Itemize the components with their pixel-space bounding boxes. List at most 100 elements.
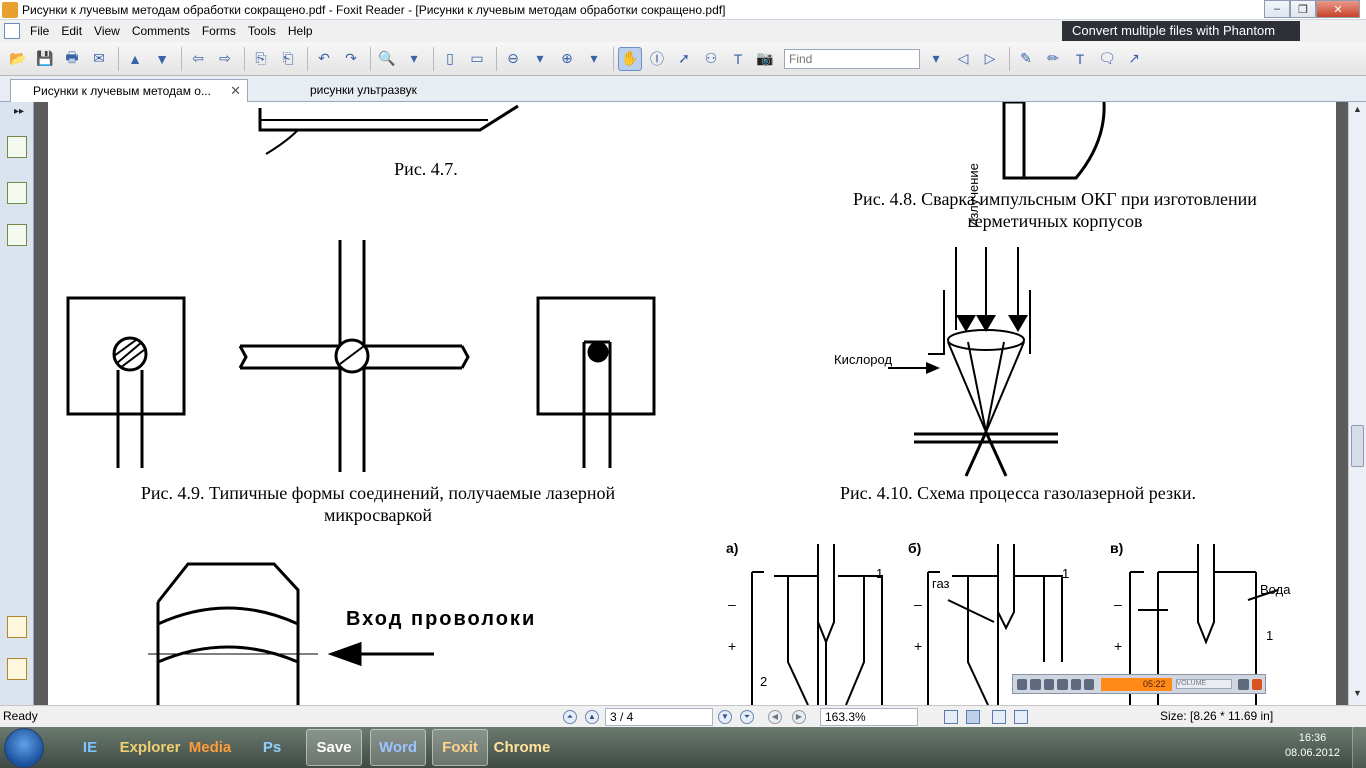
menu-tools[interactable]: Tools <box>247 24 276 38</box>
pause-icon[interactable] <box>1030 678 1041 690</box>
back-status-icon[interactable]: ◀ <box>768 710 782 724</box>
system-clock[interactable]: 16:36 08.06.2012 <box>1285 731 1340 761</box>
menu-help[interactable]: Help <box>287 24 313 38</box>
chevron-down-icon[interactable]: ▾ <box>536 50 544 66</box>
redo-icon[interactable]: ↷ <box>345 50 357 66</box>
chevron-down-icon[interactable]: ▾ <box>590 50 598 66</box>
status-bar: Ready ⏶ ▲ 3 / 4 ▼ ⏷ ◀ ▶ 163.3% Size: [8.… <box>0 705 1366 727</box>
menu-comments[interactable]: Comments <box>131 24 190 38</box>
last-page-icon[interactable]: ⏷ <box>740 710 754 724</box>
zoom-in-icon[interactable]: ⊕ <box>561 50 573 66</box>
highlight-icon[interactable]: ✎ <box>1020 50 1032 66</box>
zoom-out-icon[interactable]: ⊖ <box>507 50 519 66</box>
eject-icon[interactable] <box>1083 678 1095 690</box>
save-icon[interactable]: 💾 <box>36 50 54 66</box>
continuous-facing-view-icon[interactable] <box>1014 710 1028 724</box>
menu-edit[interactable]: Edit <box>61 24 83 38</box>
player-close-icon[interactable] <box>1251 678 1263 690</box>
comments-icon[interactable] <box>7 616 27 638</box>
expand-panel-icon[interactable]: ▸▸ <box>14 106 25 117</box>
email-icon[interactable]: ✉ <box>93 50 105 66</box>
plus-sign-v: + <box>1114 638 1123 654</box>
chevron-down-icon[interactable]: ▾ <box>410 50 418 66</box>
find-input[interactable] <box>784 48 920 69</box>
single-page-view-icon[interactable] <box>944 710 958 724</box>
hand-tool-icon[interactable]: ✋ <box>618 46 642 71</box>
tab-ultrasound-document[interactable]: рисунки ультразвук <box>310 83 417 97</box>
first-page-icon[interactable]: ⏶ <box>563 710 577 724</box>
typewriter-icon[interactable]: T <box>733 50 743 67</box>
vertical-scrollbar[interactable]: ▲ ▼ <box>1348 102 1366 705</box>
fit-width-icon[interactable]: ▭ <box>470 50 484 66</box>
text-select-icon[interactable]: Ⓘ <box>650 50 664 67</box>
bookmarks-icon[interactable] <box>7 136 27 158</box>
page-number-field[interactable]: 3 / 4 <box>605 708 713 726</box>
document-view[interactable]: Рис. 4.7. Рис. 4.8. Сварка импульсным ОК… <box>34 102 1348 705</box>
play-icon[interactable] <box>1017 678 1028 690</box>
taskbar-save[interactable]: Save <box>306 729 362 766</box>
pencil-icon[interactable]: ✏ <box>1047 50 1059 66</box>
scroll-down-icon[interactable]: ▼ <box>1353 688 1362 698</box>
taskbar-ie[interactable]: IE <box>82 739 98 756</box>
facing-view-icon[interactable] <box>992 710 1006 724</box>
toolbar-separator <box>1009 46 1010 71</box>
minimize-button[interactable]: – <box>1264 0 1290 18</box>
stop-icon[interactable] <box>1043 678 1055 690</box>
print-icon[interactable]: 🖶 <box>65 48 79 65</box>
forward-icon[interactable]: ⇨ <box>219 50 231 66</box>
menu-view[interactable]: View <box>94 24 120 38</box>
restore-button[interactable]: ❐ <box>1290 0 1316 18</box>
label-one-b: 1 <box>1062 566 1070 581</box>
document-menu-icon[interactable] <box>4 23 20 39</box>
attachments-icon[interactable] <box>7 658 27 680</box>
taskbar-chrome[interactable]: Chrome <box>493 739 551 756</box>
find-next-icon[interactable]: ▷ <box>984 50 996 66</box>
show-desktop-button[interactable] <box>1352 727 1366 768</box>
note-icon[interactable]: 🗨 <box>1098 50 1116 66</box>
extract-icon[interactable]: ⎘ <box>255 50 267 66</box>
figure-caption-4-7: Рис. 4.7. <box>394 159 458 179</box>
arrow-tool-icon[interactable]: ↗ <box>1128 50 1140 66</box>
taskbar-explorer[interactable]: Explorer <box>119 739 181 756</box>
tab-active-document[interactable]: Рисунки к лучевым методам о... ✕ <box>10 79 248 102</box>
zoom-level-field[interactable]: 163.3% <box>820 708 918 726</box>
textbox-icon[interactable]: T <box>1075 50 1085 67</box>
next-track-icon[interactable] <box>1070 678 1081 690</box>
pages-icon[interactable] <box>7 182 27 204</box>
taskbar-media[interactable]: Media <box>188 739 232 756</box>
back-icon[interactable]: ⇦ <box>192 50 204 66</box>
fit-page-icon[interactable]: ▯ <box>446 50 454 66</box>
continuous-view-icon[interactable] <box>966 710 980 724</box>
binoculars-icon[interactable]: ⚇ <box>704 50 718 66</box>
previous-page-icon[interactable]: ▲ <box>128 50 142 67</box>
taskbar-word[interactable]: Word <box>370 729 426 766</box>
status-text: Ready <box>3 709 38 723</box>
snapshot-icon[interactable]: 📷 <box>756 50 774 66</box>
tab-close-icon[interactable]: ✕ <box>230 83 241 98</box>
menu-forms[interactable]: Forms <box>201 24 236 38</box>
menu-file[interactable]: File <box>30 24 50 38</box>
chevron-down-icon[interactable]: ▾ <box>932 50 940 66</box>
forward-status-icon[interactable]: ▶ <box>792 710 806 724</box>
scrollbar-thumb[interactable] <box>1351 425 1364 467</box>
scroll-up-icon[interactable]: ▲ <box>1353 104 1362 114</box>
close-button[interactable]: ✕ <box>1316 0 1360 18</box>
previous-track-icon[interactable] <box>1057 678 1068 690</box>
layers-icon[interactable] <box>7 224 27 246</box>
taskbar-foxit[interactable]: Foxit <box>432 729 488 766</box>
taskbar-photoshop[interactable]: Ps <box>262 739 282 756</box>
previous-page-status-icon[interactable]: ▲ <box>585 710 599 724</box>
open-icon[interactable]: 📂 <box>9 50 27 66</box>
phantom-promo-banner[interactable]: Convert multiple files with Phantom <box>1062 21 1300 41</box>
insert-icon[interactable]: ⎗ <box>282 50 294 66</box>
fig-4-9-right-joint <box>536 296 656 468</box>
next-page-status-icon[interactable]: ▼ <box>718 710 732 724</box>
next-page-icon[interactable]: ▼ <box>155 50 169 67</box>
volume-slider[interactable]: VOLUME <box>1175 679 1233 689</box>
select-arrow-icon[interactable]: ➚ <box>678 50 690 66</box>
player-menu-icon[interactable] <box>1238 678 1249 690</box>
zoom-icon[interactable]: 🔍 <box>378 50 396 66</box>
find-previous-icon[interactable]: ◁ <box>957 50 969 66</box>
start-button[interactable] <box>4 728 44 768</box>
undo-icon[interactable]: ↶ <box>318 50 330 66</box>
